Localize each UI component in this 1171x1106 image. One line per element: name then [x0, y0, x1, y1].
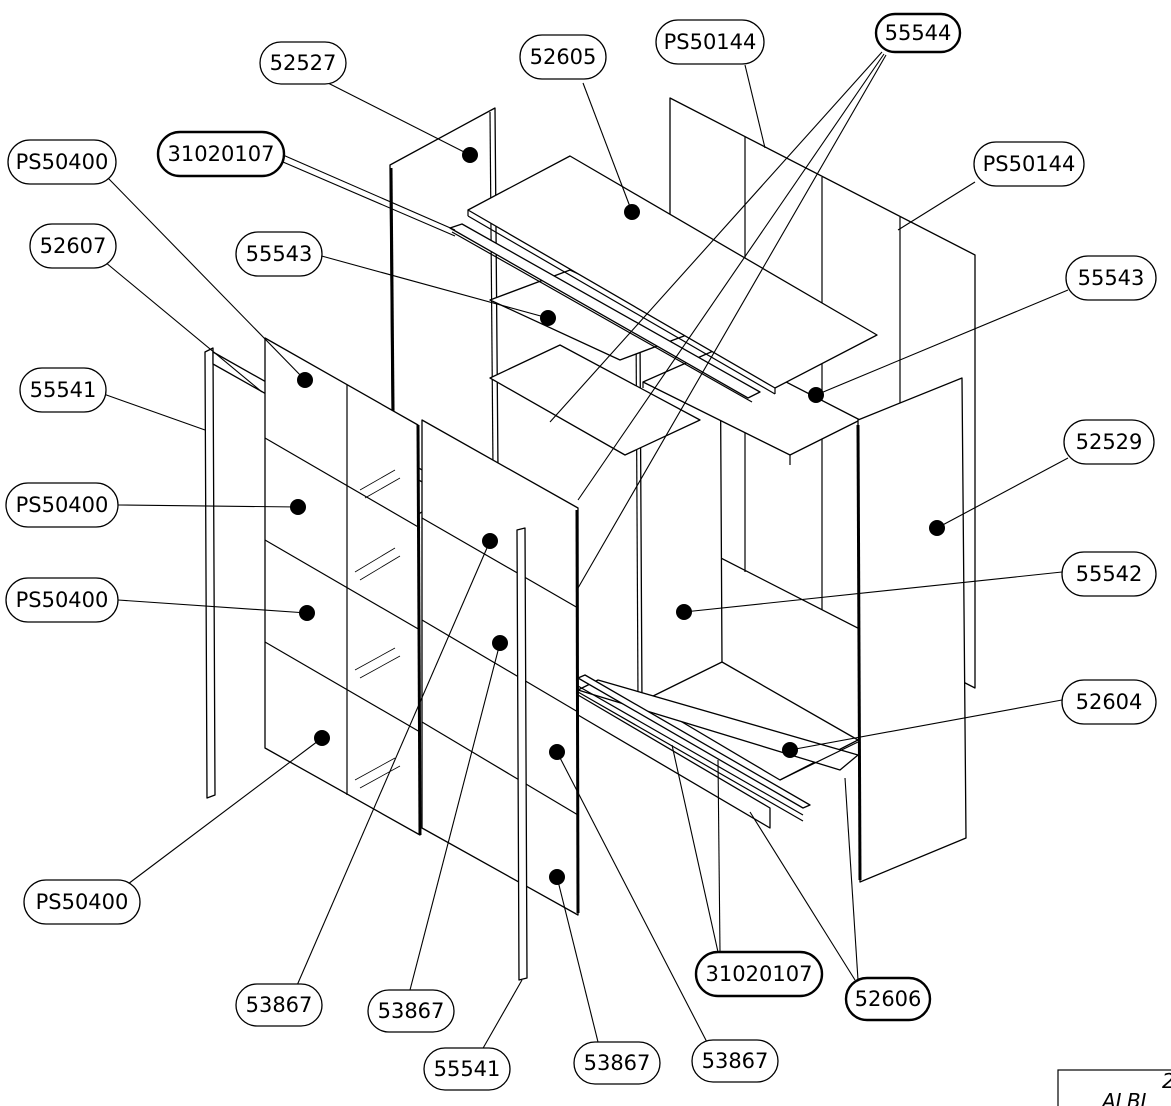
callout-label: 53867	[584, 1051, 651, 1075]
right-side-panel	[856, 377, 967, 883]
callout-label: 31020107	[706, 962, 813, 986]
callout-53867-2: 53867	[367, 989, 455, 1033]
callout-ps50400-4: PS50400	[23, 879, 141, 925]
callout-ps50400-1: PS50400	[7, 139, 117, 185]
callout-label: PS50400	[16, 150, 109, 174]
callout-52604: 52604	[1061, 679, 1157, 725]
callout-label: 55541	[30, 378, 97, 402]
callout-label: 52604	[1076, 690, 1143, 714]
callout-52527: 52527	[259, 41, 347, 85]
right-door	[421, 419, 580, 981]
callout-label: 55542	[1076, 562, 1143, 586]
callout-label: 52527	[270, 51, 337, 75]
callout-label: 53867	[378, 999, 445, 1023]
callout-55543-right: 55543	[1065, 255, 1157, 301]
title-block-line2: ALBI	[1100, 1089, 1147, 1106]
callout-52529: 52529	[1063, 419, 1155, 465]
callout-label: PS50400	[36, 890, 129, 914]
callout-label: 55543	[246, 242, 313, 266]
callout-label: 31020107	[168, 142, 275, 166]
callout-53867-3: 53867	[573, 1041, 661, 1085]
callout-55543-left: 55543	[235, 231, 323, 277]
callout-53867-1: 53867	[235, 983, 323, 1027]
callout-ps50144-right: PS50144	[973, 141, 1085, 187]
callout-53867-4: 53867	[691, 1039, 779, 1083]
callout-label: 52607	[40, 234, 107, 258]
callout-52605: 52605	[519, 34, 607, 80]
callout-label: 53867	[246, 993, 313, 1017]
leader-lines	[97, 51, 1069, 1051]
callout-ps50400-3: PS50400	[5, 577, 119, 623]
callout-ps50400-2: PS50400	[5, 482, 119, 528]
callout-label: PS50400	[16, 493, 109, 517]
callout-label: 52606	[855, 987, 922, 1011]
callout-label: PS50400	[16, 588, 109, 612]
callout-31020107-bottom: 31020107	[694, 950, 824, 998]
callout-label: 55541	[434, 1057, 501, 1081]
callout-52607: 52607	[29, 223, 117, 269]
callout-55541-left: 55541	[19, 367, 107, 413]
callout-label: 55544	[885, 21, 952, 45]
callout-55542: 55542	[1061, 551, 1157, 597]
callout-ps50144-top: PS50144	[655, 19, 765, 65]
title-block-line1: 2	[1162, 1069, 1171, 1093]
callout-52606: 52606	[844, 976, 932, 1022]
reference-dots	[290, 147, 945, 885]
callout-55541-bottom: 55541	[423, 1047, 511, 1091]
callout-label: PS50144	[983, 152, 1076, 176]
callout-label: 53867	[702, 1049, 769, 1073]
top-panel	[467, 155, 878, 395]
callout-label: 52605	[530, 45, 597, 69]
callout-label: 52529	[1076, 430, 1143, 454]
callout-label: PS50144	[664, 30, 757, 54]
callout-55544: 55544	[874, 12, 962, 54]
title-block: 2 ALBI	[1057, 1069, 1171, 1106]
callout-31020107-top: 31020107	[156, 130, 286, 178]
callout-label: 55543	[1078, 266, 1145, 290]
